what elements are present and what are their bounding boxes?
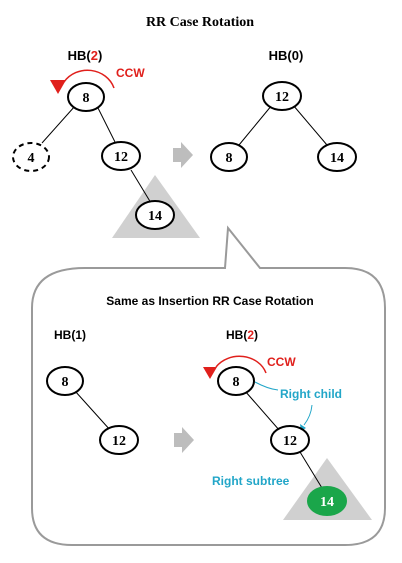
top-node-12: 12 [101,141,141,171]
bubble-left-node-8-label: 8 [62,375,69,390]
bubble-left-hb-label: HB(1) [54,328,86,342]
right-subtree-label: Right subtree [212,474,290,488]
bubble-left-node-12-label: 12 [112,434,126,449]
edge-8-4 [41,105,76,144]
bubble-edge-8-12 [74,390,112,432]
edge-r12-r8 [238,104,273,146]
top-right-hb-label: HB(0) [269,48,304,63]
top-node-14: 14 [135,200,175,230]
bubble-right-node-12-label: 12 [283,434,297,449]
top-node-8-label: 8 [83,91,90,106]
edge-r12-r14 [292,104,328,146]
callout-bubble [31,225,386,546]
edge-8-12 [96,105,116,143]
diagram-title: RR Case Rotation [146,15,254,30]
right-child-pointer-line [254,381,279,391]
bubble-right-hb-label: HB(2) [226,328,258,342]
top-left-hb-label: HB(2) [68,48,103,63]
bubble-right-node-14-label: 14 [320,495,334,510]
top-transition-arrow-icon [173,142,193,168]
top-node-4-label: 4 [28,151,35,166]
bubble-ccw-arrowhead [203,367,217,379]
callout-title: Same as Insertion RR Case Rotation [106,294,313,308]
edge-12-14 [130,169,152,204]
top-right-node-8: 8 [210,142,248,172]
bubble-left-node-8: 8 [46,366,84,396]
bubble-ccw-arc [215,355,267,374]
bubble-edge-r12-r14 [299,451,323,489]
top-node-4-deleted: 4 [12,142,50,172]
bubble-left-node-12: 12 [99,425,139,455]
top-right-node-14: 14 [317,142,357,172]
top-right-node-8-label: 8 [226,151,233,166]
top-ccw-arc [63,69,115,89]
bubble-transition-arrow-icon [174,427,194,453]
top-ccw-arrowhead [50,80,66,94]
bubble-right-node-14-inserted: 14 [307,486,347,516]
top-node-14-label: 14 [148,209,162,224]
bubble-ccw-label: CCW [267,355,296,369]
top-node-12-label: 12 [114,150,128,165]
top-node-8: 8 [67,82,105,112]
bubble-right-node-12: 12 [270,425,310,455]
top-ccw-label: CCW [116,66,145,80]
bubble-right-node-8: 8 [217,366,255,396]
top-right-node-12: 12 [262,81,302,111]
top-right-node-12-label: 12 [275,90,289,105]
right-child-label: Right child [280,387,342,401]
right-child-arrow [303,404,313,426]
bubble-right-node-8-label: 8 [233,375,240,390]
top-right-node-14-label: 14 [330,151,344,166]
bubble-edge-r8-r12 [244,390,281,432]
